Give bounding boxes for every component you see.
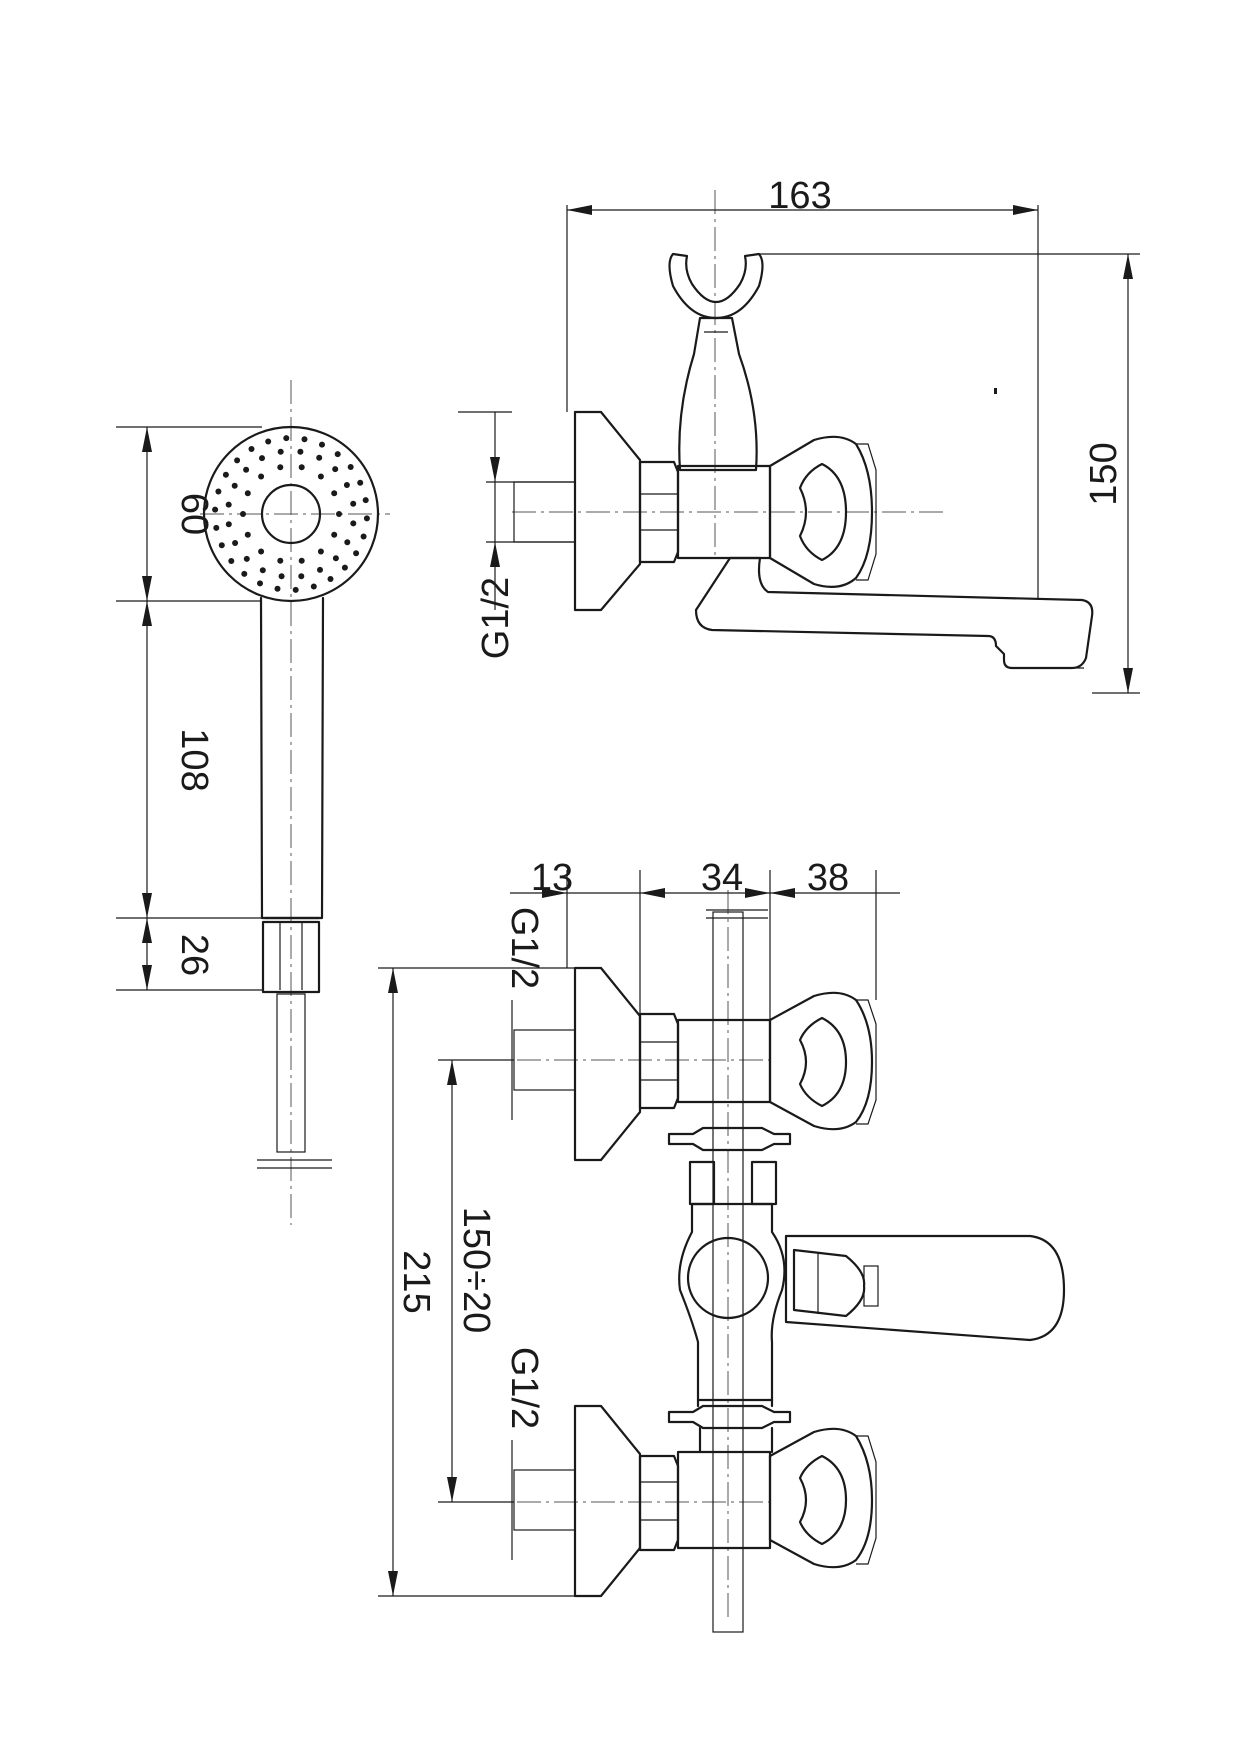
spray-hole [218, 542, 225, 549]
spray-hole [277, 448, 284, 455]
spray-hole [258, 473, 265, 480]
spray-hole [213, 524, 220, 531]
spray-hole [248, 446, 255, 452]
spray-hole [332, 555, 339, 562]
spray-hole [274, 585, 281, 592]
spray-hole [343, 482, 350, 488]
spray-hole [243, 555, 250, 562]
spray-hole [292, 586, 299, 593]
spray-hole [241, 570, 248, 577]
spray-hole [277, 464, 284, 471]
spray-hole [240, 511, 246, 517]
dim-front-left: 13 [531, 857, 573, 899]
dim-side-height: 150 [1083, 442, 1125, 505]
spray-hole [277, 557, 284, 564]
spray-hole [212, 506, 219, 513]
spray-hole [310, 583, 317, 590]
dim-front-mid: 34 [701, 857, 743, 899]
spray-hole [259, 455, 265, 462]
spray-holes [212, 435, 370, 593]
spray-hole [232, 540, 239, 546]
spray-hole [298, 573, 305, 580]
spray-hole [334, 451, 341, 458]
spray-hole [298, 464, 305, 471]
dim-shower-handle: 108 [173, 728, 215, 791]
spray-hole [316, 454, 323, 461]
spray-hole [258, 548, 265, 555]
hand-shower-view: 60 108 26 [116, 380, 390, 1225]
spray-hole [298, 557, 305, 564]
spray-hole [341, 564, 348, 571]
spray-hole [234, 457, 241, 464]
spray-hole [331, 490, 338, 497]
dim-front-right: 38 [807, 857, 849, 899]
spray-hole [259, 567, 266, 574]
spray-hole [363, 515, 370, 522]
dim-front-total: 215 [395, 1250, 437, 1313]
spray-hole [283, 435, 290, 442]
spray-hole [347, 464, 354, 470]
spray-hole [215, 488, 222, 495]
spray-hole [362, 497, 369, 504]
spray-hole [297, 448, 304, 455]
spray-hole [244, 490, 251, 497]
spray-hole [350, 500, 357, 507]
front-thread-bottom-label: G1/2 [503, 1347, 545, 1429]
spray-hole [336, 511, 342, 517]
dim-shower-connector: 26 [173, 934, 215, 976]
front-thread-top-label: G1/2 [503, 907, 545, 989]
spray-hole [278, 573, 285, 580]
spray-hole [360, 533, 367, 540]
spray-hole [301, 436, 308, 443]
faucet-front-view: 13 34 38 215 150÷20 G1/2 G1/2 [378, 857, 1066, 1633]
spray-hole [225, 521, 232, 528]
spray-hole [344, 539, 351, 546]
spray-hole [228, 558, 235, 564]
spray-hole [353, 550, 360, 557]
spray-hole [244, 531, 251, 538]
spray-hole [222, 471, 229, 478]
dim-side-width: 163 [768, 175, 831, 217]
spray-hole [317, 548, 324, 555]
side-thread-label: G1/2 [475, 577, 517, 659]
spray-hole [317, 473, 324, 480]
spray-hole [319, 441, 325, 448]
spray-hole [231, 482, 238, 489]
spray-hole [225, 501, 232, 508]
spray-hole [317, 566, 323, 573]
dim-shower-head: 60 [173, 493, 215, 535]
dim-front-spacing: 150÷20 [455, 1207, 497, 1334]
faucet-side-view: 163 150 G1/2 [458, 175, 1140, 694]
spray-hole [243, 466, 250, 473]
spray-hole [331, 531, 338, 538]
spray-hole [357, 479, 364, 486]
spray-hole [265, 438, 272, 445]
spray-hole [350, 520, 357, 527]
spray-hole [327, 576, 334, 582]
spray-hole [332, 466, 339, 473]
spray-hole [257, 580, 263, 587]
